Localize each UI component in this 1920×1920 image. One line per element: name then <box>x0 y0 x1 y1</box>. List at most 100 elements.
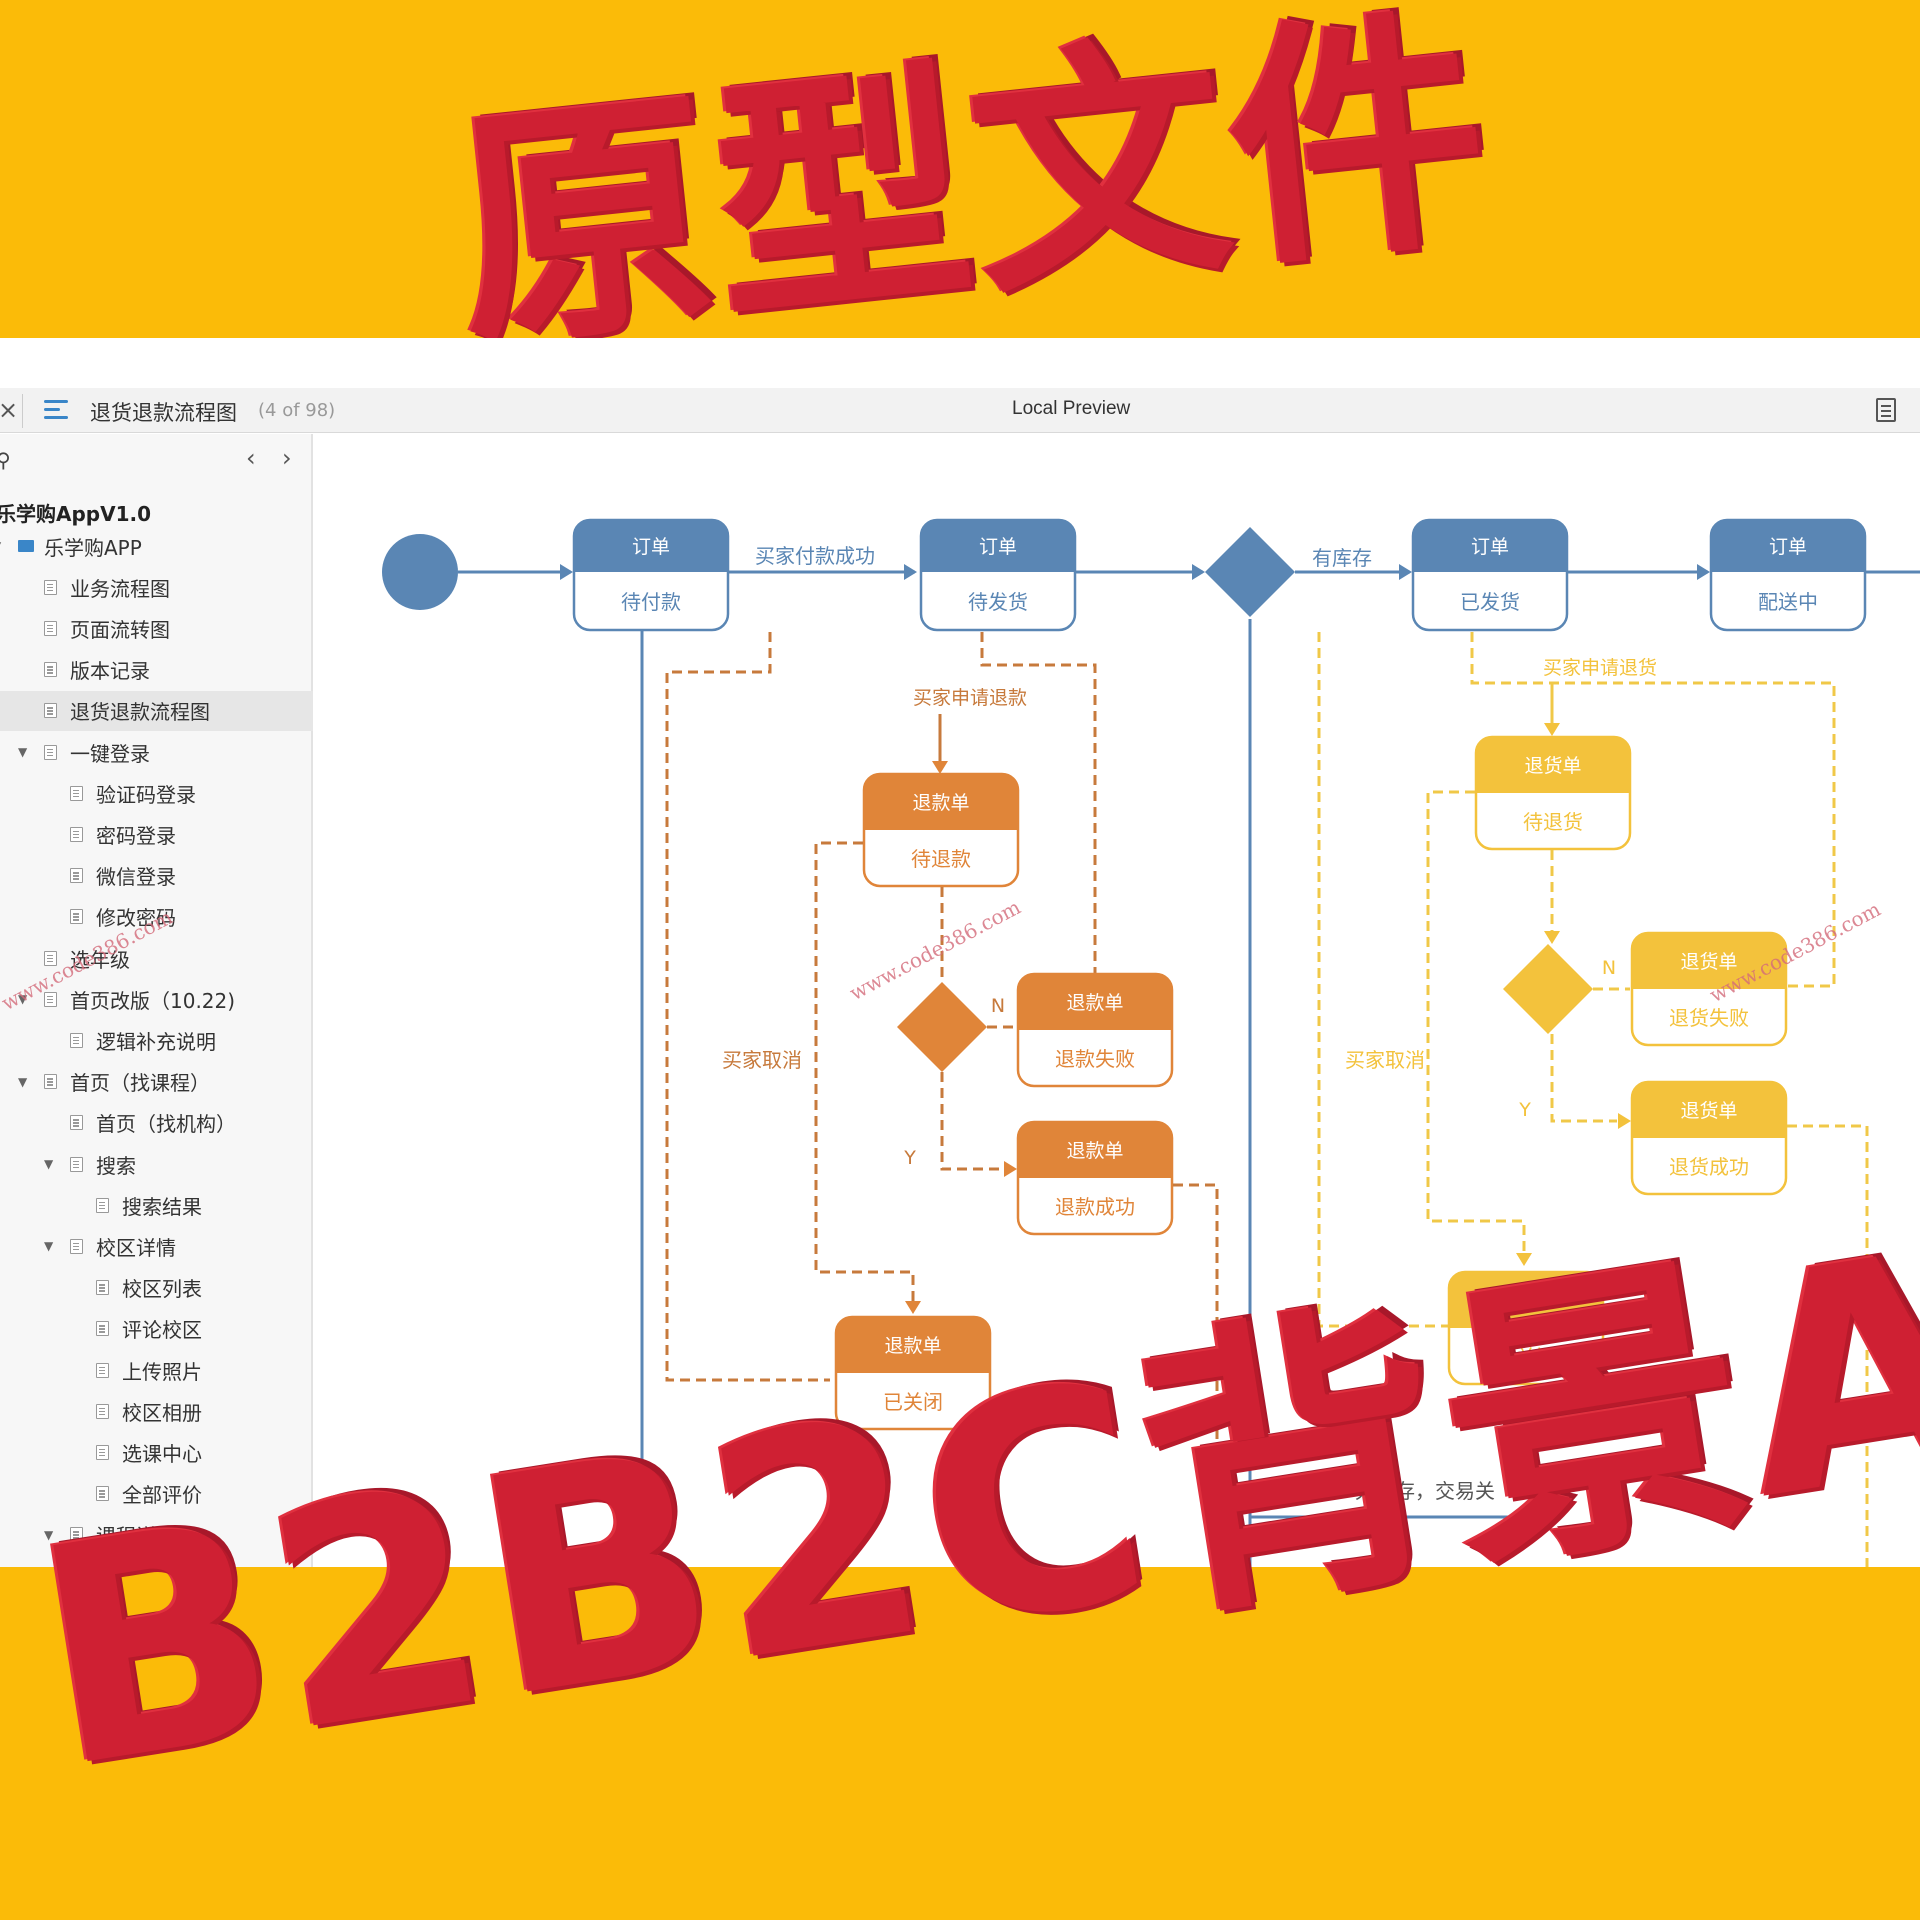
sidebar-item[interactable]: 首页（找机构） <box>0 1103 313 1143</box>
expand-arrow-icon[interactable]: ▼ <box>0 539 1 553</box>
flow-connector <box>1550 1034 1617 1123</box>
refund-pending-title: 退款单 <box>912 792 969 814</box>
arrowhead-icon <box>1618 1113 1631 1129</box>
flow-connector <box>1787 1124 1869 1567</box>
arrowhead-icon <box>1544 931 1560 944</box>
sidebar-item-label: 业务流程图 <box>70 576 170 601</box>
refund-failed-title: 退款单 <box>1066 992 1123 1014</box>
sidebar-item-label: 修改密码 <box>96 906 176 931</box>
edge-label-buyer-cancel: 买家取消 <box>722 1048 802 1072</box>
sidebar-item[interactable]: 评论校区 <box>0 1309 313 1349</box>
refund-success-title: 退款单 <box>1066 1140 1123 1162</box>
sidebar-item-label: 校区相册 <box>122 1400 202 1425</box>
arrowhead-icon <box>1516 1253 1532 1266</box>
sidebar-item[interactable]: 选年级 <box>0 938 313 978</box>
sidebar-item[interactable]: ▼ 首页改版（10.22) <box>0 979 313 1019</box>
sidebar-item[interactable]: 验证码登录 <box>0 773 313 813</box>
sidebar-item[interactable]: 业务流程图 <box>0 567 313 607</box>
page-icon <box>44 620 57 636</box>
return-closed-title: 退货单 <box>1497 1290 1554 1312</box>
expand-arrow-icon[interactable]: ▼ <box>18 745 28 759</box>
sidebar-item[interactable]: 微信登录 <box>0 856 313 896</box>
edge-label-no-stock: 无库存，交易关 <box>1355 1479 1495 1503</box>
return-pending-status: 待退货 <box>1523 810 1583 834</box>
sidebar-item[interactable]: ▼乐学购APP <box>0 526 313 566</box>
sidebar-item-label: 版本记录 <box>70 659 150 684</box>
flow-connector <box>1426 790 1526 1254</box>
sidebar-item[interactable]: 全部评价 <box>0 1474 313 1514</box>
document-icon[interactable] <box>1876 398 1896 422</box>
expand-arrow-icon[interactable]: ▼ <box>18 1074 28 1089</box>
flow-connector <box>1470 632 1836 988</box>
chevron-left-icon[interactable]: ‹ <box>246 444 256 472</box>
menu-icon[interactable] <box>44 400 68 420</box>
order-delivering-status: 配送中 <box>1758 590 1818 614</box>
sidebar-item[interactable]: ▼校区详情 <box>0 1226 313 1266</box>
order-pending-pay-title: 订单 <box>632 536 670 558</box>
sidebar-item[interactable]: ▼首页（找课程） <box>0 1062 313 1102</box>
order-pending-pay-status: 待付款 <box>621 590 681 614</box>
bottom-banner <box>0 1567 1920 1920</box>
refund-closed-header <box>836 1317 990 1373</box>
sidebar-item[interactable]: 校区相册 <box>0 1391 313 1431</box>
sidebar-item[interactable]: 选课中心 <box>0 1432 313 1472</box>
search-icon[interactable]: ⚲ <box>0 448 11 472</box>
preview-title: Local Preview <box>1012 398 1131 419</box>
chevron-right-icon[interactable]: › <box>282 444 292 472</box>
sidebar-item[interactable]: ▼课程详情 <box>0 1515 313 1555</box>
sidebar-item[interactable]: 页面流转图 <box>0 608 313 648</box>
sidebar-item-label: 首页改版（10.22) <box>70 988 236 1013</box>
expand-arrow-icon[interactable]: ▼ <box>18 992 28 1007</box>
close-icon[interactable]: × <box>0 396 19 424</box>
refund-return-flowchart: 订单待付款订单待发货订单已发货订单配送中买家付款成功有库存买家申请退款退款单待退… <box>382 518 1920 1567</box>
sidebar-item-label: 页面流转图 <box>70 617 170 642</box>
sidebar-item[interactable]: 搜索结果 <box>0 1185 313 1225</box>
refund-pending-header <box>864 774 1018 830</box>
refund-failed-status: 退款失败 <box>1055 1047 1135 1071</box>
page-icon <box>70 1156 83 1172</box>
arrowhead-icon <box>1544 723 1560 736</box>
sidebar-item[interactable]: ▼ 一键登录 <box>0 732 313 772</box>
order-shipped-status: 已发货 <box>1460 590 1520 614</box>
arrowhead-icon <box>905 1301 921 1314</box>
return-success-status: 退货成功 <box>1669 1155 1749 1179</box>
start-node <box>382 534 458 610</box>
edge-label-n: N <box>991 995 1005 1017</box>
flow-connector <box>980 632 1097 975</box>
page-icon <box>96 1321 109 1337</box>
page-icon <box>70 1238 83 1254</box>
page-title: 退货退款流程图 <box>90 401 237 425</box>
sidebar-item-label: 选课中心 <box>122 1441 202 1466</box>
sidebar-item[interactable]: 退货退款流程图 <box>0 690 313 731</box>
sidebar-item[interactable]: 校区列表 <box>0 1268 313 1308</box>
sidebar-item[interactable]: 上传照片 <box>0 1350 313 1390</box>
sidebar-item[interactable]: ▼ 搜索 <box>0 1144 313 1184</box>
page-icon <box>96 1444 109 1460</box>
sidebar-item[interactable]: 密码登录 <box>0 814 313 854</box>
edge-label-y: Y <box>903 1147 916 1169</box>
expand-arrow-icon[interactable]: ▼ <box>44 1157 54 1171</box>
return-closed-header <box>1449 1272 1603 1328</box>
arrowhead-icon <box>904 564 917 580</box>
sidebar-item[interactable]: 版本记录 <box>0 650 313 690</box>
page-icon <box>96 1197 109 1213</box>
page-icon <box>44 703 57 719</box>
return-success-title: 退货单 <box>1680 1100 1737 1122</box>
expand-arrow-icon[interactable]: ▼ <box>44 1239 54 1254</box>
sidebar-item-label: 搜索 <box>96 1153 136 1178</box>
refund-decision-diamond <box>897 982 987 1072</box>
expand-arrow-icon[interactable]: ▼ <box>44 1527 54 1542</box>
sidebar-item-label: 评论校区 <box>122 1318 202 1343</box>
edge-label-y: Y <box>1518 1099 1531 1121</box>
return-success-header <box>1632 1082 1786 1138</box>
edge-label-apply-return: 买家申请退货 <box>1543 657 1657 679</box>
sidebar-item[interactable]: 修改密码 <box>0 897 313 937</box>
refund-failed-header <box>1018 974 1172 1030</box>
return-closed-status: 已关闭 <box>1496 1345 1556 1369</box>
project-root-label: 乐学购AppV1.0 <box>0 502 152 526</box>
sidebar-item[interactable]: 逻辑补充说明 <box>0 1020 313 1060</box>
flow-connector <box>665 632 830 1382</box>
order-pending-ship-header <box>921 520 1075 572</box>
sidebar-item-label: 一键登录 <box>70 741 150 766</box>
